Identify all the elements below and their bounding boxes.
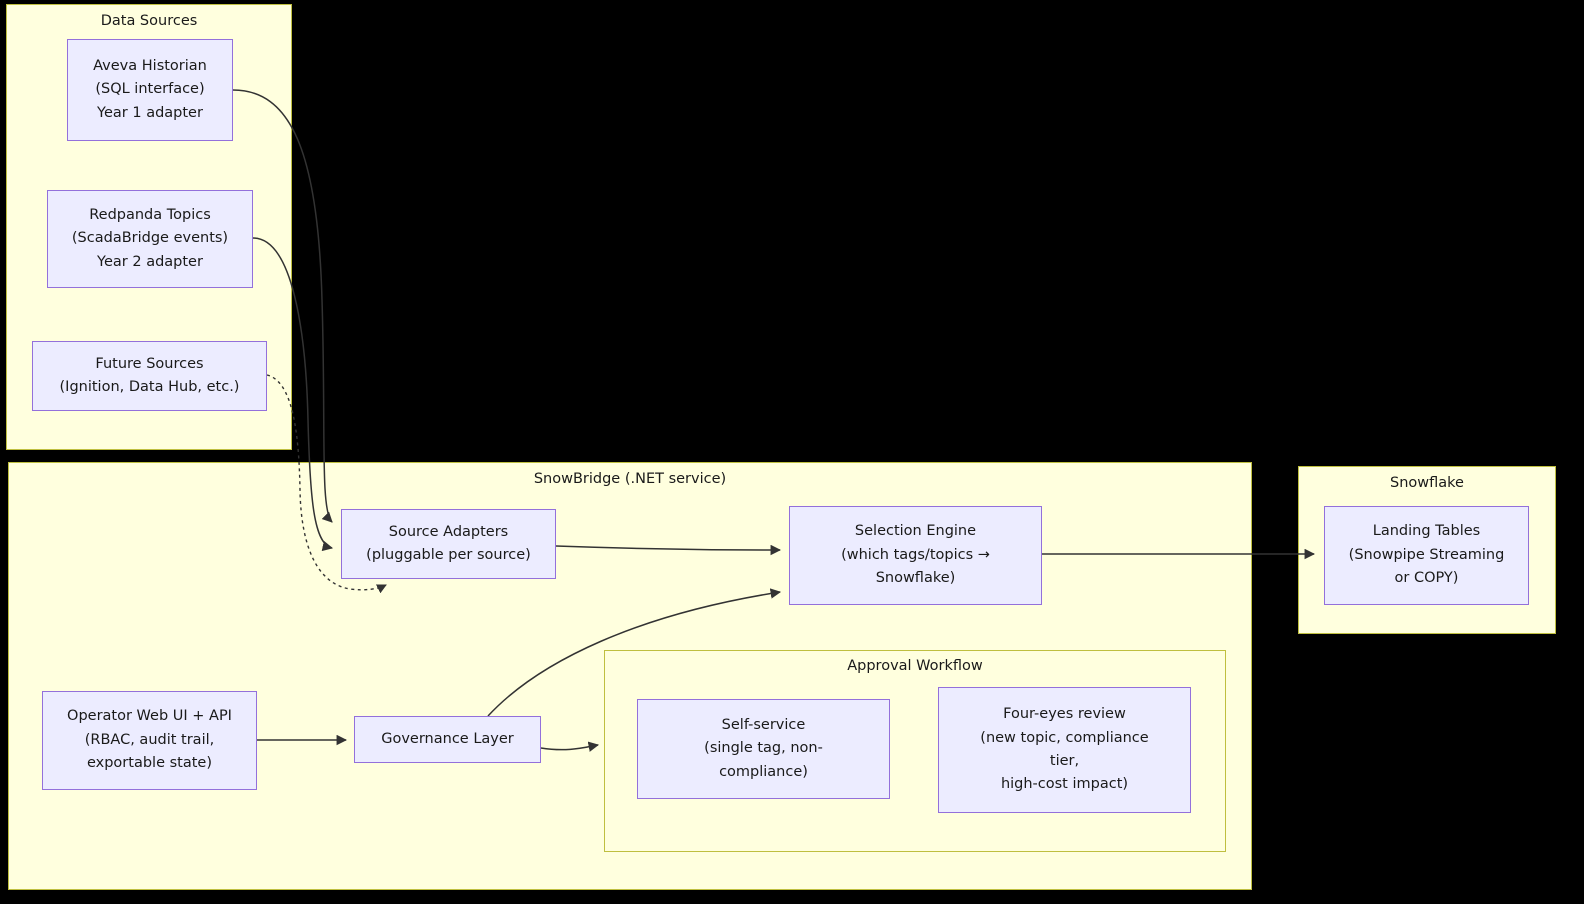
node-aveva-historian-label: Aveva Historian (SQL interface) Year 1 a… (93, 57, 207, 121)
node-future-sources-label: Future Sources (Ignition, Data Hub, etc.… (59, 355, 240, 395)
node-aveva-historian[interactable]: Aveva Historian (SQL interface) Year 1 a… (67, 39, 233, 141)
node-selection-engine-label: Selection Engine (which tags/topics → Sn… (841, 523, 990, 587)
node-selection-engine[interactable]: Selection Engine (which tags/topics → Sn… (789, 506, 1042, 605)
node-operator-web-ui-label: Operator Web UI + API (RBAC, audit trail… (67, 708, 232, 772)
cluster-approval-workflow-title: Approval Workflow (847, 658, 983, 674)
node-future-sources[interactable]: Future Sources (Ignition, Data Hub, etc.… (32, 341, 267, 411)
node-redpanda-topics[interactable]: Redpanda Topics (ScadaBridge events) Yea… (47, 190, 253, 288)
node-self-service[interactable]: Self-service (single tag, non- complianc… (637, 699, 890, 799)
node-four-eyes-review[interactable]: Four-eyes review (new topic, compliance … (938, 687, 1191, 813)
cluster-snowflake-title: Snowflake (1390, 475, 1464, 491)
node-governance-layer[interactable]: Governance Layer (354, 716, 541, 763)
cluster-data-sources-title: Data Sources (100, 13, 198, 29)
node-source-adapters[interactable]: Source Adapters (pluggable per source) (341, 509, 556, 579)
node-landing-tables[interactable]: Landing Tables (Snowpipe Streaming or CO… (1324, 506, 1529, 605)
cluster-snowbridge-title: SnowBridge (.NET service) (533, 471, 727, 487)
node-source-adapters-label: Source Adapters (pluggable per source) (366, 523, 531, 563)
node-redpanda-topics-label: Redpanda Topics (ScadaBridge events) Yea… (71, 206, 229, 270)
node-governance-layer-label: Governance Layer (381, 730, 514, 747)
node-four-eyes-review-label: Four-eyes review (new topic, compliance … (980, 706, 1149, 793)
node-self-service-label: Self-service (single tag, non- complianc… (704, 716, 823, 780)
node-operator-web-ui[interactable]: Operator Web UI + API (RBAC, audit trail… (42, 691, 257, 790)
node-landing-tables-label: Landing Tables (Snowpipe Streaming or CO… (1348, 523, 1505, 587)
